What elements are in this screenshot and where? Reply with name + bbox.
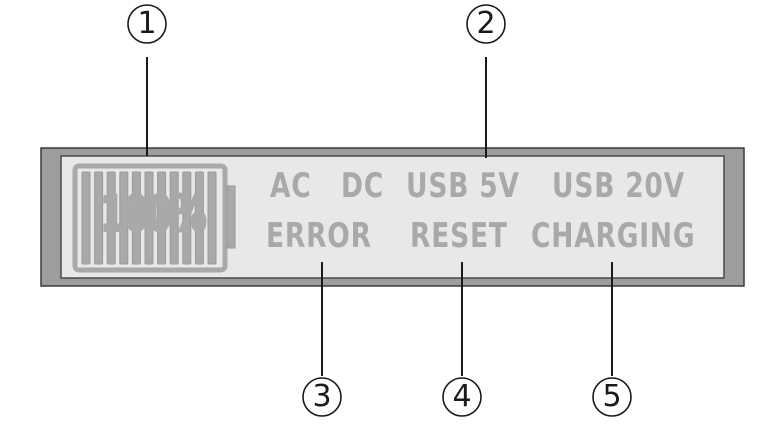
battery-bar (207, 171, 217, 265)
battery-level-bars (81, 171, 217, 265)
indicator-ac: AC (270, 166, 312, 206)
battery-bar (81, 171, 91, 265)
callout-label-1: 1 (137, 6, 157, 41)
callout-label-2: 2 (476, 6, 496, 41)
indicator-dc: DC (341, 166, 385, 206)
indicator-usb-20v: USB 20V (552, 166, 685, 206)
battery-bar (106, 171, 116, 265)
battery-percentage: 100% (99, 184, 207, 244)
battery-bar (182, 171, 192, 265)
callout-circle-2 (466, 4, 506, 44)
indicator-charging: CHARGING (531, 216, 696, 256)
indicator-reset: RESET (410, 216, 508, 256)
battery-icon (72, 163, 236, 273)
callout-circle-5 (592, 377, 632, 417)
battery-bar (194, 171, 204, 265)
indicator-error: ERROR (266, 216, 372, 256)
battery-bar (157, 171, 167, 265)
callout-circle-4 (442, 377, 482, 417)
battery-bar (144, 171, 154, 265)
callout-circle-3 (302, 377, 342, 417)
callout-label-3: 3 (312, 379, 332, 414)
battery-bar (94, 171, 104, 265)
callout-label-5: 5 (602, 379, 622, 414)
battery-bar (169, 171, 179, 265)
battery-bar (119, 171, 129, 265)
indicator-usb-5v: USB 5V (406, 166, 520, 206)
callout-label-4: 4 (452, 379, 472, 414)
battery-bar (131, 171, 141, 265)
callout-circle-1 (127, 4, 167, 44)
